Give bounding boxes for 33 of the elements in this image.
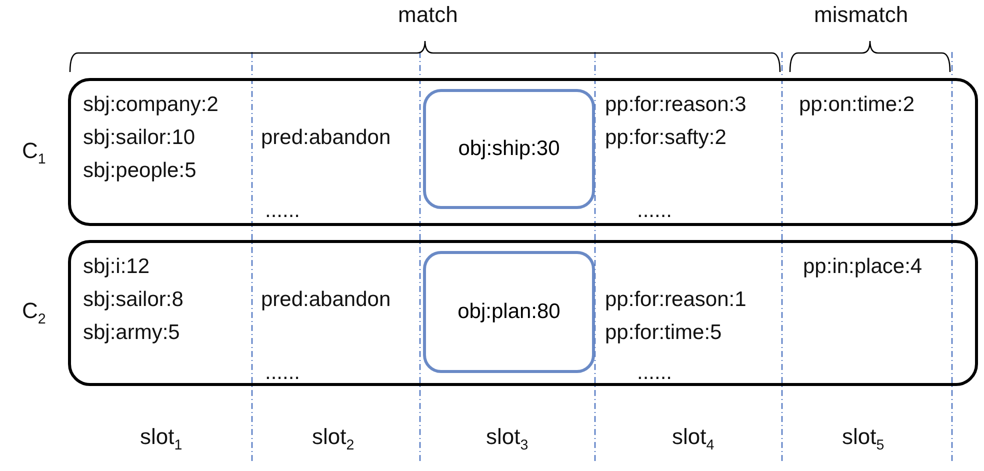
rounded-box <box>423 251 595 373</box>
entry-text: pp:for:reason:1 <box>605 288 746 312</box>
entry-text: pp:for:reason:3 <box>605 93 746 117</box>
entry-text: pred:abandon <box>261 126 391 150</box>
slot-label: slot$_{1}$ <box>140 424 182 456</box>
slot-label: slot$_{4}$ <box>672 424 714 456</box>
entry-text: sbj:sailor:8 <box>83 288 184 312</box>
rounded-box <box>68 78 978 226</box>
group-label: mismatch <box>814 2 908 28</box>
entry-text: ...... <box>637 199 672 223</box>
slot-label: slot$_{2}$ <box>312 424 354 456</box>
rounded-box <box>423 89 595 209</box>
entry-text: ...... <box>265 199 300 223</box>
slot-label: slot$_{5}$ <box>842 424 884 456</box>
row-label: C$_{1}$ <box>22 138 46 170</box>
entry-text: obj:plan:80 <box>458 300 560 324</box>
row-label: C$_{2}$ <box>22 298 46 330</box>
slot-label: slot$_{3}$ <box>486 424 528 456</box>
entry-text: sbj:army:5 <box>83 321 180 345</box>
entry-text: ...... <box>265 361 300 385</box>
rounded-box <box>68 240 978 386</box>
entry-text: pp:on:time:2 <box>799 93 915 117</box>
entry-text: sbj:sailor:10 <box>83 126 196 150</box>
entry-text: sbj:company:2 <box>83 93 218 117</box>
entry-text: pred:abandon <box>261 288 391 312</box>
entry-text: sbj:i:12 <box>83 255 150 279</box>
entry-text: pp:for:safty:2 <box>605 126 726 150</box>
entry-text: pp:in:place:4 <box>803 255 922 279</box>
entry-text: obj:ship:30 <box>458 137 560 161</box>
entry-text: ...... <box>637 361 672 385</box>
entry-text: sbj:people:5 <box>83 159 196 183</box>
entry-text: pp:for:time:5 <box>605 321 722 345</box>
group-label: match <box>398 2 458 28</box>
